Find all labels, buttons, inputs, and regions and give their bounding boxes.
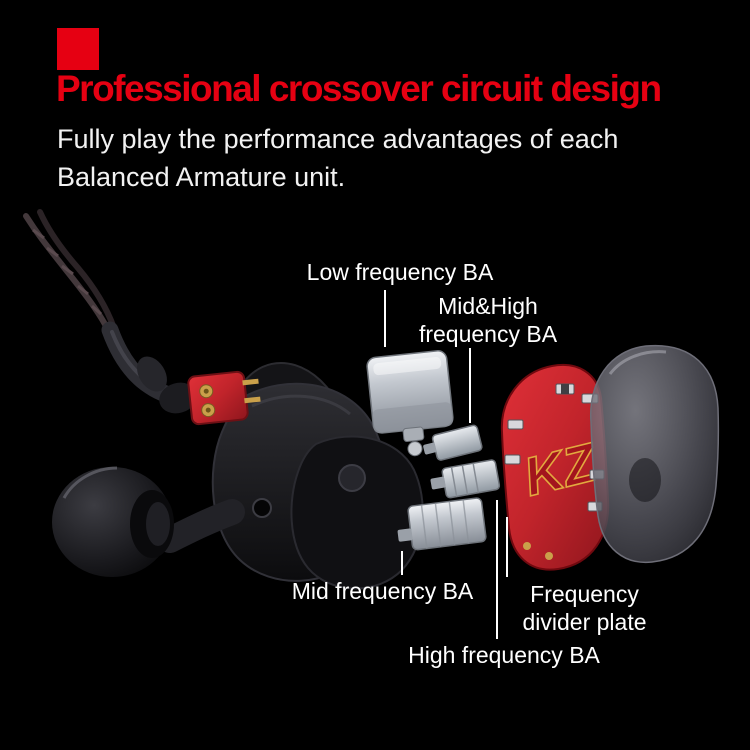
callout-lines — [384, 290, 508, 639]
mid-frequency-driver-icon — [397, 497, 487, 551]
label-mid-high-line-2: frequency BA — [418, 321, 558, 347]
label-divider-line-1: Frequency — [530, 581, 639, 607]
label-mid-high-line-1: Mid&High — [438, 293, 538, 319]
label-low-frequency-ba: Low frequency BA — [306, 259, 494, 285]
brand-logo-square — [57, 28, 99, 70]
subtitle-line-2: Balanced Armature unit. — [57, 162, 346, 192]
mid-high-frequency-driver-icon — [423, 424, 483, 461]
smoke-shell-icon — [590, 344, 720, 564]
ear-hook-icon — [101, 321, 197, 414]
two-pin-connector-icon — [187, 370, 261, 426]
low-frequency-driver-icon — [366, 350, 454, 457]
label-frequency-divider-plate: Frequency divider plate — [512, 580, 657, 636]
label-mid-frequency-ba: Mid frequency BA — [291, 578, 474, 604]
label-mid-high-frequency-ba: Mid&High frequency BA — [408, 292, 568, 348]
label-high-frequency-ba: High frequency BA — [408, 642, 600, 668]
high-frequency-driver-icon — [430, 459, 501, 499]
twisted-cable-icon — [23, 209, 117, 331]
subtitle-line-1: Fully play the performance advantages of… — [57, 124, 619, 154]
subtitle: Fully play the performance advantages of… — [57, 120, 618, 196]
label-divider-line-2: divider plate — [522, 609, 647, 635]
shell-half — [290, 435, 424, 590]
ear-tip-icon — [52, 466, 245, 577]
page-title: Professional crossover circuit design — [56, 68, 662, 109]
